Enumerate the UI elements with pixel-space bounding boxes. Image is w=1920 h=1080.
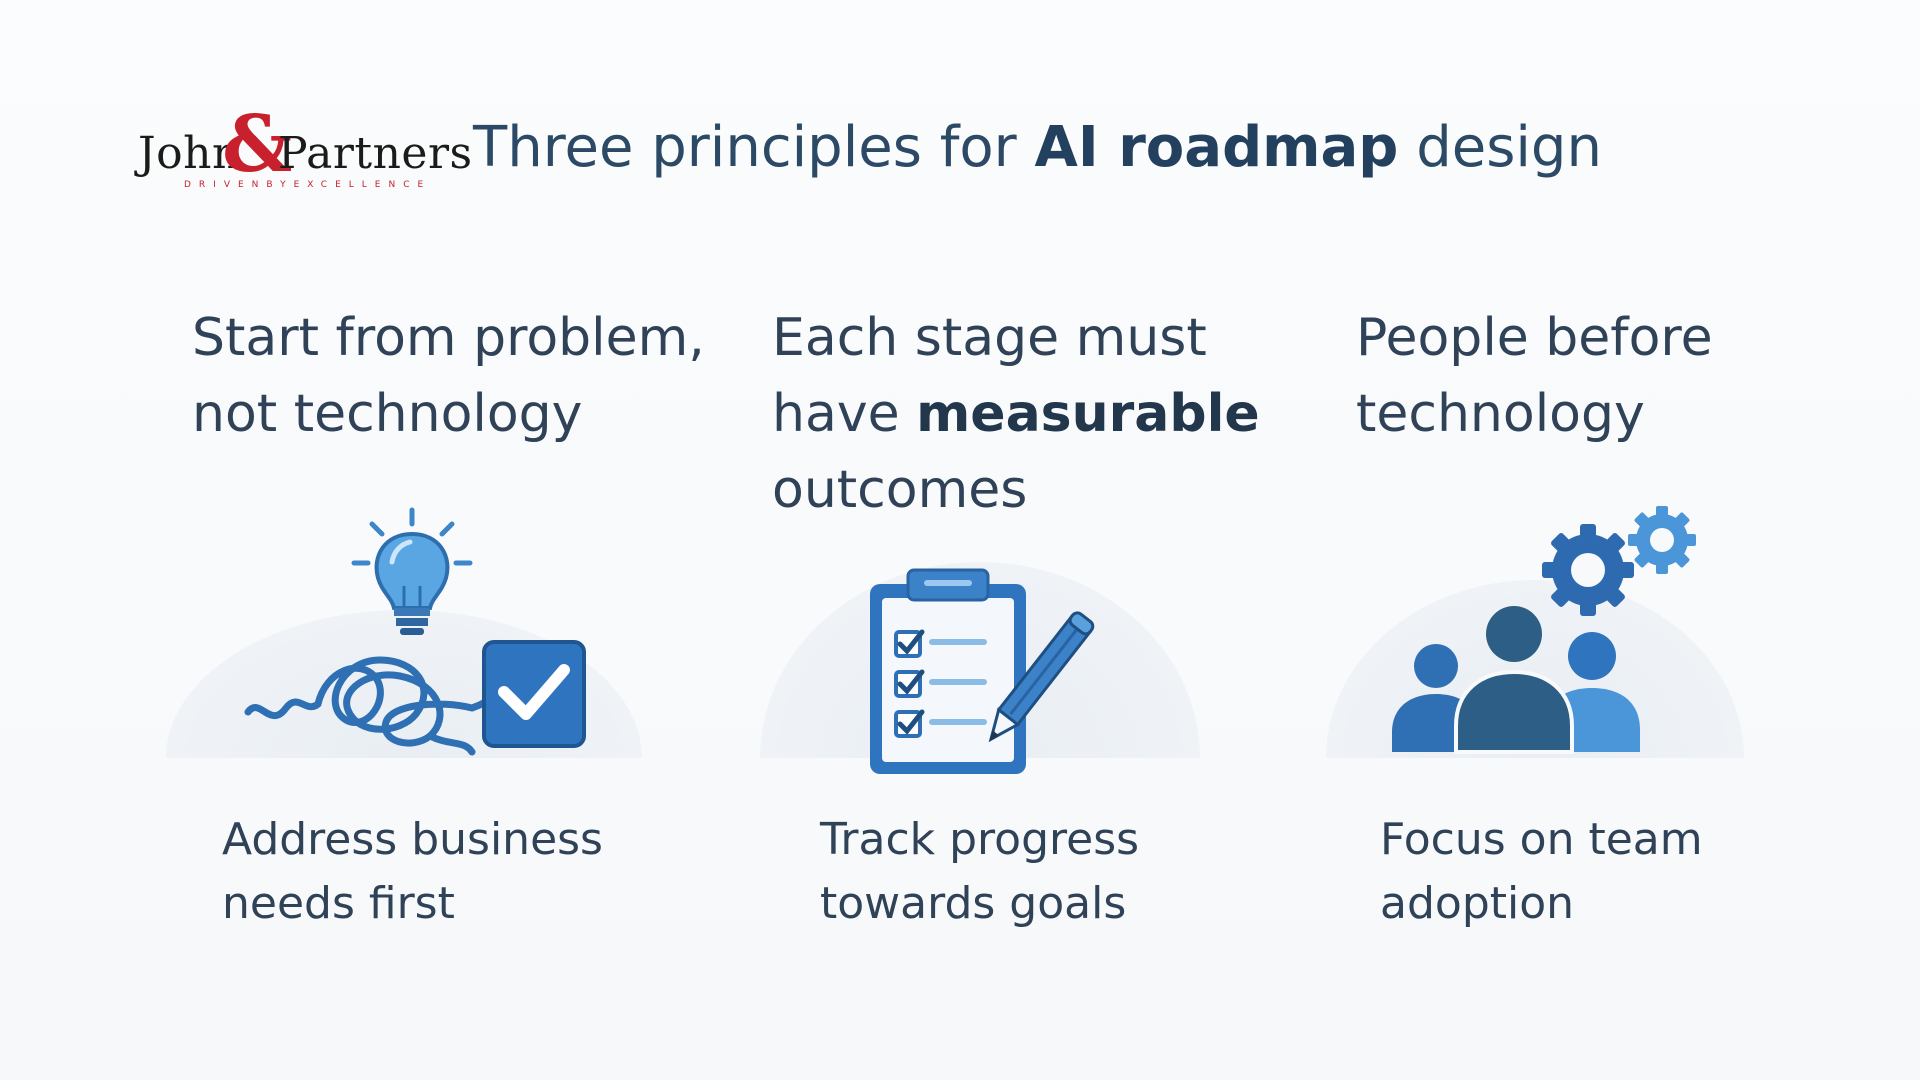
logo-ampersand: & <box>222 99 293 190</box>
logo-tagline: DRIVENBYEXCELLENCE <box>184 180 432 190</box>
principle-1-heading-line2: not technology <box>192 384 583 444</box>
page-title: Three principles for AI roadmap design <box>473 115 1602 180</box>
clipboard-checklist-pencil-icon <box>870 568 1095 774</box>
tangle-line-icon <box>244 656 512 756</box>
gear-small-icon <box>1628 506 1696 574</box>
principle-2-caption-line2: towards goals <box>820 878 1127 929</box>
principle-2-caption-line1: Track progress <box>820 814 1140 865</box>
principle-3-caption-line2: adoption <box>1380 878 1575 929</box>
checkbox-checked-icon <box>482 640 586 748</box>
principle-1-heading-line1: Start from problem, <box>192 308 705 368</box>
principle-2-heading-line1: Each stage must <box>772 308 1207 368</box>
checklist-icon <box>894 629 987 738</box>
principle-1-caption-line2: needs first <box>222 878 455 929</box>
principle-3-heading-line1: People before <box>1356 308 1713 368</box>
principle-2-heading-emphasis: measurable <box>916 384 1260 444</box>
logo-word-partners: Partners <box>278 128 473 179</box>
logo-word-john: John <box>138 128 241 179</box>
team-gears-icon <box>1392 506 1696 754</box>
principle-1-caption: Address business needs first <box>222 808 603 936</box>
principle-2-heading-line2-prefix: have <box>772 384 917 444</box>
clipboard-icon <box>870 568 1026 774</box>
lightbulb-tangle-checkbox-icon <box>244 507 586 756</box>
title-emphasis: AI roadmap <box>1034 115 1399 180</box>
principle-2-heading-line2: have measurable <box>772 376 1260 452</box>
principle-1-heading: Start from problem, not technology <box>192 300 705 452</box>
principle-3-heading: People before technology <box>1356 300 1713 452</box>
principle-1-caption-line1: Address business <box>222 814 603 865</box>
lightbulb-icon <box>374 531 450 635</box>
company-logo: John & Partners DRIVENBYEXCELLENCE <box>138 106 472 198</box>
lightbulb-rays-icon <box>351 507 473 566</box>
principle-3-heading-line2: technology <box>1356 384 1645 444</box>
title-suffix: design <box>1398 115 1602 180</box>
pencil-icon <box>988 611 1095 743</box>
person-center-icon <box>1454 606 1574 754</box>
principle-3-caption-line1: Focus on team <box>1380 814 1703 865</box>
principle-2-heading-line3: outcomes <box>772 460 1028 520</box>
title-prefix: Three principles for <box>473 115 1035 180</box>
gear-large-icon <box>1542 524 1634 616</box>
principle-2-caption: Track progress towards goals <box>820 808 1139 936</box>
principle-3-caption: Focus on team adoption <box>1380 808 1703 936</box>
principle-2-heading: Each stage must have measurable outcomes <box>772 300 1260 528</box>
